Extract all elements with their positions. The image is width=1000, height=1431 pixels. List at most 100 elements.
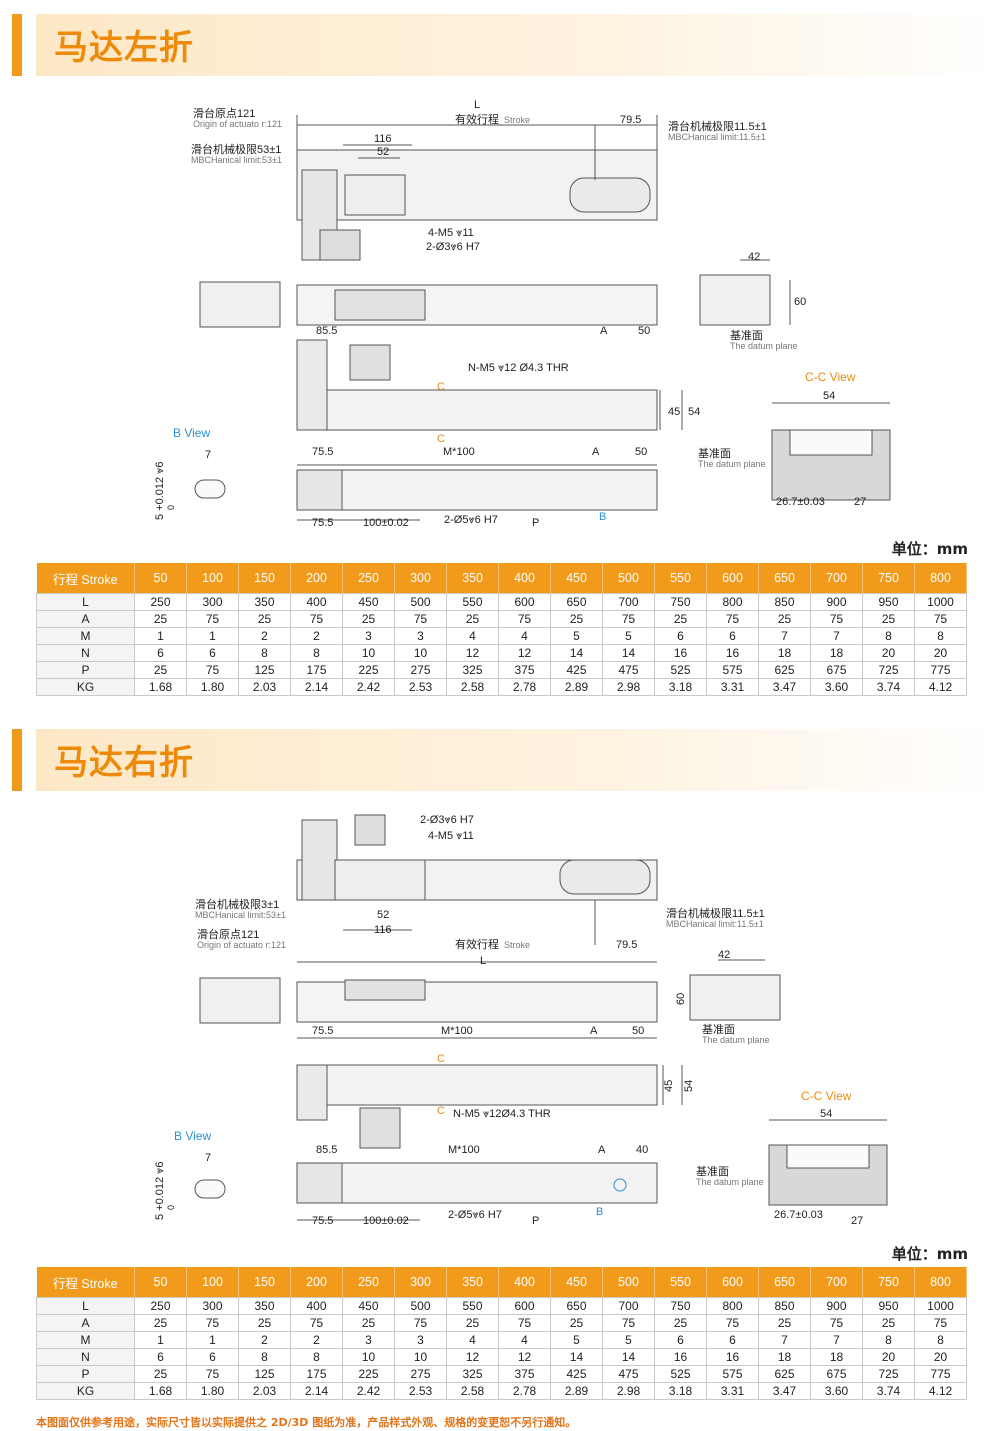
table-cell: 750 [654,593,707,611]
table-cell: 8 [290,1348,343,1366]
table-cell: 20 [862,644,915,662]
table-cell: 175 [290,1365,343,1383]
table-cell: 75 [498,610,551,628]
table-cell: 18 [758,644,811,662]
table-cell: 1 [186,1331,239,1349]
dim-7: 7 [205,1152,211,1164]
table-cell: 7 [810,1331,863,1349]
dim-45: 45 [668,406,680,418]
table-cell: 125 [238,661,291,679]
table-cell: 25 [238,1314,291,1332]
dim-100-tol: 100±0.02 [363,517,409,529]
table-cell: 2.98 [602,678,655,696]
table-cell: 175 [290,661,343,679]
label-datum-en: The datum plane [702,1035,770,1045]
label-mech-limit-right: 滑台机械极限11.5±1 [666,906,765,920]
table-header-cell: 500 [602,1267,655,1298]
table-header-cell: 400 [498,1267,551,1298]
table-cell: 8 [290,644,343,662]
table-cell: 4 [498,627,551,645]
label-datum-cc-en: The datum plane [698,459,766,469]
dim-50-side: 50 [638,325,650,337]
table-cell: 375 [498,661,551,679]
label-mech-limit-right: 滑台机械极限11.5±1 [668,119,767,133]
accent-bar [12,729,22,791]
table-row-label: A [36,1314,135,1332]
label-cc-view: C-C View [801,1089,852,1103]
table-header-cell: 100 [186,563,239,594]
table-cell: 2.58 [446,1382,499,1400]
table-cell: 775 [914,661,967,679]
header-band [36,729,994,791]
table-cell: 18 [810,1348,863,1366]
table-cell: 16 [706,1348,759,1366]
table-cell: 2.78 [498,1382,551,1400]
table-cell: 16 [706,644,759,662]
label-datum-cc: 基准面 [696,1165,729,1178]
table-cell: 550 [446,1297,499,1315]
table-cell: 75 [498,1314,551,1332]
table-cell: 250 [134,1297,187,1315]
table-header-cell: 350 [446,563,499,594]
table-header-cell: 100 [186,1267,239,1298]
table-row-label: N [36,1348,135,1366]
table-cell: 5 [602,1331,655,1349]
table-cell: 700 [602,1297,655,1315]
table-cell: 25 [342,610,395,628]
table-row-label: M [36,627,135,645]
unit-label: 单位：mm [891,540,968,558]
dim-P: P [532,517,539,529]
table-cell: 25 [446,1314,499,1332]
table-cell: 20 [862,1348,915,1366]
label-C-top: C [437,381,445,393]
table-cell: 3.31 [706,678,759,696]
table-cell: 4.12 [914,678,967,696]
table-cell: 900 [810,593,863,611]
table-cell: 12 [446,644,499,662]
table-cell: 25 [758,610,811,628]
table-cell: 1.80 [186,1382,239,1400]
table-cell: 2 [290,627,343,645]
table-row-label: N [36,644,135,662]
table-cell: 300 [186,1297,239,1315]
dim-L: L [480,955,486,967]
footnote: 本图面仅供参考用途，实际尺寸皆以实际提供之 2D/3D 图纸为准，产品样式外观、… [36,1416,577,1429]
table-cell: 225 [342,661,395,679]
table-cell: 10 [342,644,395,662]
dim-54-side: 54 [683,1080,695,1092]
table-row-label: M [36,1331,135,1349]
table-cell: 6 [186,1348,239,1366]
section-title: 马达左折 [54,28,194,68]
table-cell: 2.03 [238,678,291,696]
table-cell: 2.14 [290,678,343,696]
label-origin-en: Origin of actuato r:121 [193,119,282,129]
table-cell: 8 [238,644,291,662]
dim-A-front: A [590,1025,598,1037]
table-cell: 2.03 [238,1382,291,1400]
label-mech-limit-right-en: MBCHanical limit:11.5±1 [668,132,766,142]
table-cell: 75 [914,1314,967,1332]
table-cell: 6 [706,627,759,645]
table-cell: 125 [238,1365,291,1383]
dim-60: 60 [675,993,687,1005]
table-header-cell: 600 [706,563,759,594]
table-cell: 6 [134,644,187,662]
table-header-cell: 300 [394,1267,447,1298]
table-cell: 10 [342,1348,395,1366]
table-cell: 75 [290,1314,343,1332]
table-cell: 675 [810,1365,863,1383]
dim-A-bottom: A [598,1144,606,1156]
dim-54-cc: 54 [823,390,835,402]
table-cell: 575 [706,1365,759,1383]
dim-54-cc: 54 [820,1108,832,1120]
table-header-cell: 250 [342,563,395,594]
label-mech-limit-left: 滑台机械极限53±1 [191,142,281,156]
table-cell: 725 [862,1365,915,1383]
label-origin: 滑台原点121 [193,106,255,120]
